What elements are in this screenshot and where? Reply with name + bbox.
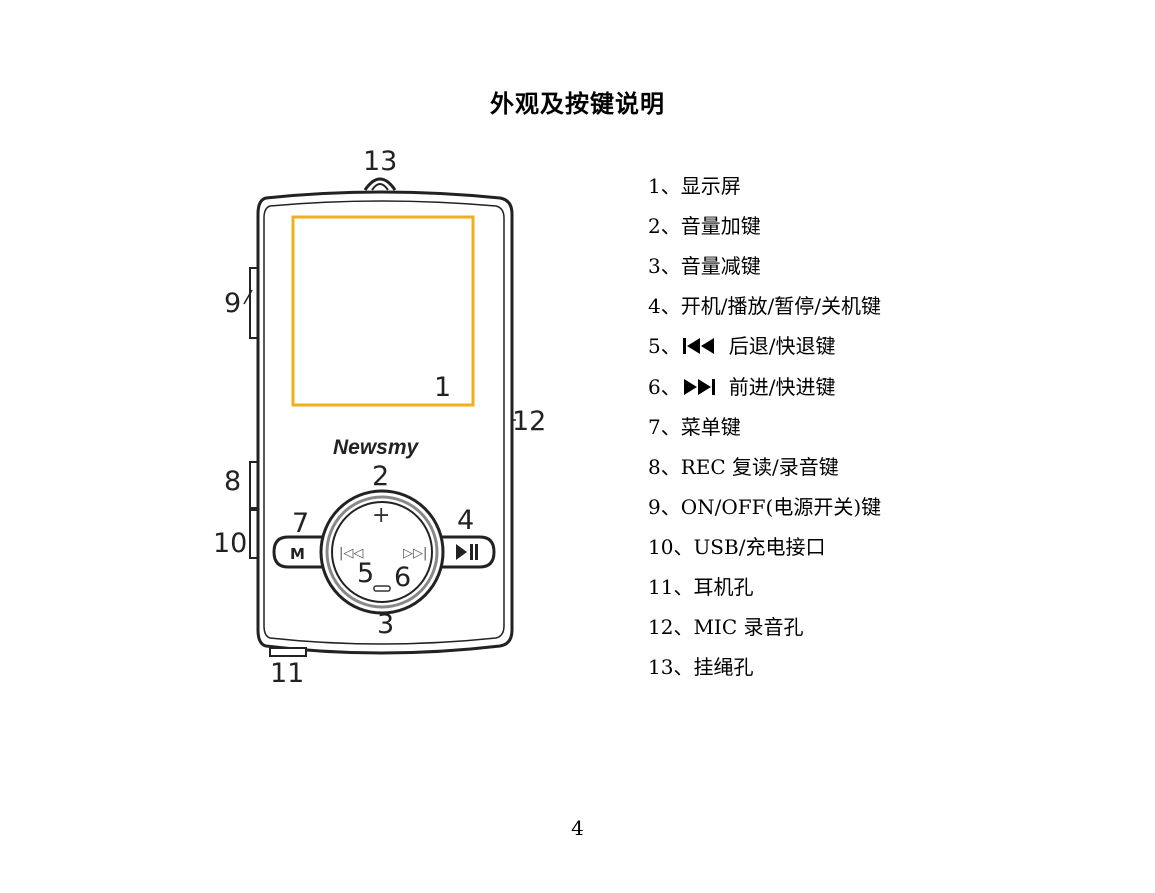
legend-item: 4、开机/播放/暂停/关机键	[648, 294, 881, 319]
lanyard-hole	[363, 177, 397, 191]
callout-13: 13	[363, 146, 397, 177]
device-illustration: Newsmy M + |◁◁ ▷▷| 13 9 1 12 2 8 7 4 10 …	[213, 146, 546, 689]
callout-9: 9	[224, 288, 241, 319]
play-pause-icon	[456, 544, 467, 560]
callout-11: 11	[270, 658, 304, 689]
callout-3: 3	[377, 609, 394, 640]
legend-item: 6、 前进/快进键	[648, 374, 836, 399]
volume-down-glyph	[373, 585, 391, 592]
legend-item: 8、REC 复读/录音键	[648, 454, 839, 479]
legend-item: 1、显示屏	[648, 174, 741, 199]
page-number: 4	[571, 816, 584, 840]
legend-item: 2、音量加键	[648, 214, 761, 239]
prev-glyph: |◁◁	[339, 546, 363, 561]
legend-item: 10、USB/充电接口	[648, 534, 826, 559]
legend-item: 12、MIC 录音孔	[648, 615, 804, 640]
callout-10: 10	[213, 528, 247, 559]
legend-item: 5、 后退/快退键	[648, 334, 836, 359]
callout-7: 7	[292, 508, 309, 539]
prev-icon	[682, 338, 714, 355]
page-title: 外观及按键说明	[490, 90, 665, 118]
legend-item: 9、ON/OFF(电源开关)键	[648, 494, 882, 519]
callout-12: 12	[512, 406, 546, 437]
device-diagram: Newsmy M + |◁◁ ▷▷| 13 9 1 12 2 8 7 4 10 …	[200, 140, 560, 700]
callout-2: 2	[372, 461, 389, 492]
display-screen	[291, 215, 475, 407]
button-legend: 1、显示屏 2、音量加键 3、音量减键 4、开机/播放/暂停/关机键 5、 后退…	[648, 166, 1128, 687]
callout-4: 4	[457, 505, 474, 536]
callout-1: 1	[434, 372, 451, 403]
volume-up-glyph: +	[372, 503, 390, 528]
callout-5: 5	[357, 558, 374, 589]
earphone-jack	[269, 647, 307, 657]
callout-8: 8	[224, 466, 241, 497]
legend-item: 7、菜单键	[648, 414, 741, 439]
legend-item: 11、耳机孔	[648, 574, 754, 599]
next-icon	[683, 378, 715, 395]
menu-button-glyph: M	[290, 545, 305, 563]
brand-logo: Newsmy	[333, 436, 420, 459]
callout-6: 6	[394, 562, 411, 593]
legend-item: 13、挂绳孔	[648, 655, 754, 680]
next-glyph: ▷▷|	[403, 546, 427, 561]
legend-item: 3、音量减键	[648, 254, 761, 279]
